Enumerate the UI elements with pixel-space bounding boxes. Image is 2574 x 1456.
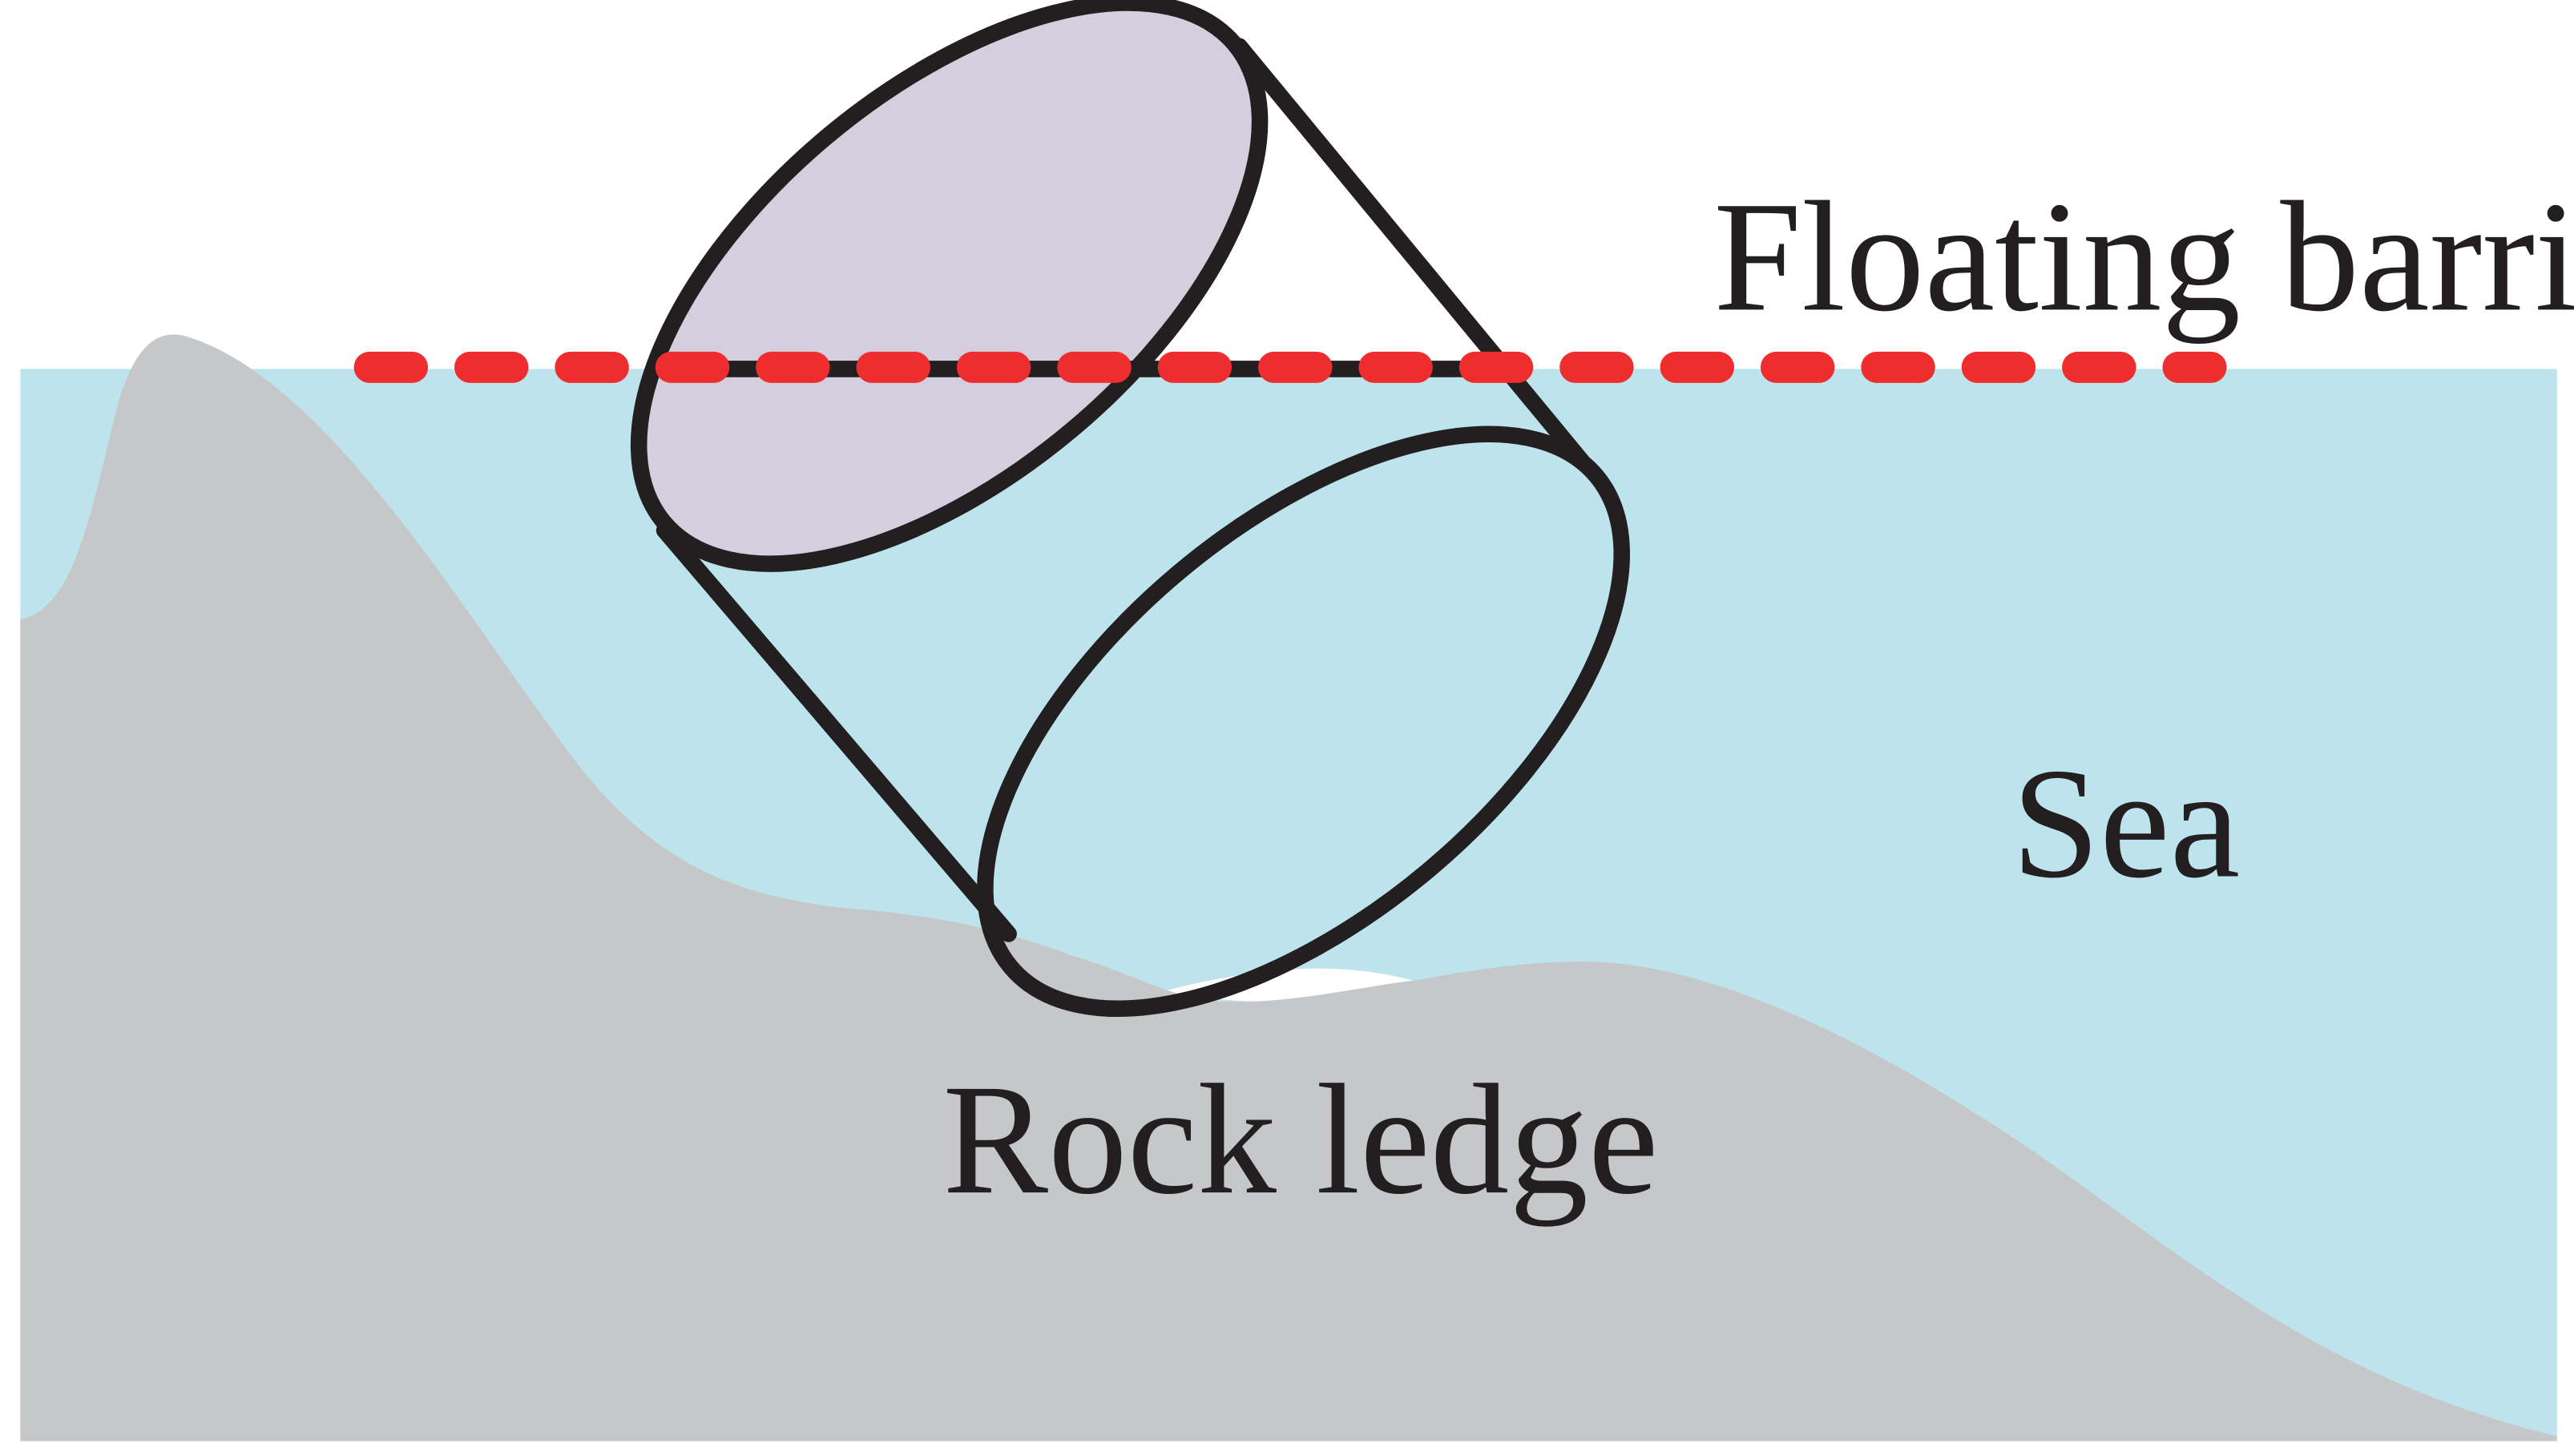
cylinder-side-left — [656, 522, 1017, 942]
rock-ledge-label: Rock ledge — [942, 1051, 1658, 1227]
cylinder-bottom-rim — [977, 426, 1631, 1017]
cylinder-top-face — [639, 2, 1261, 564]
cylinder-top-rim — [630, 0, 1269, 572]
cylinder-side-right — [1231, 38, 1591, 470]
rock-ledge-shape — [20, 334, 2557, 1442]
sea-label: Sea — [2011, 735, 2240, 910]
floating-barrier-label: Floating barrier — [1713, 168, 2574, 344]
